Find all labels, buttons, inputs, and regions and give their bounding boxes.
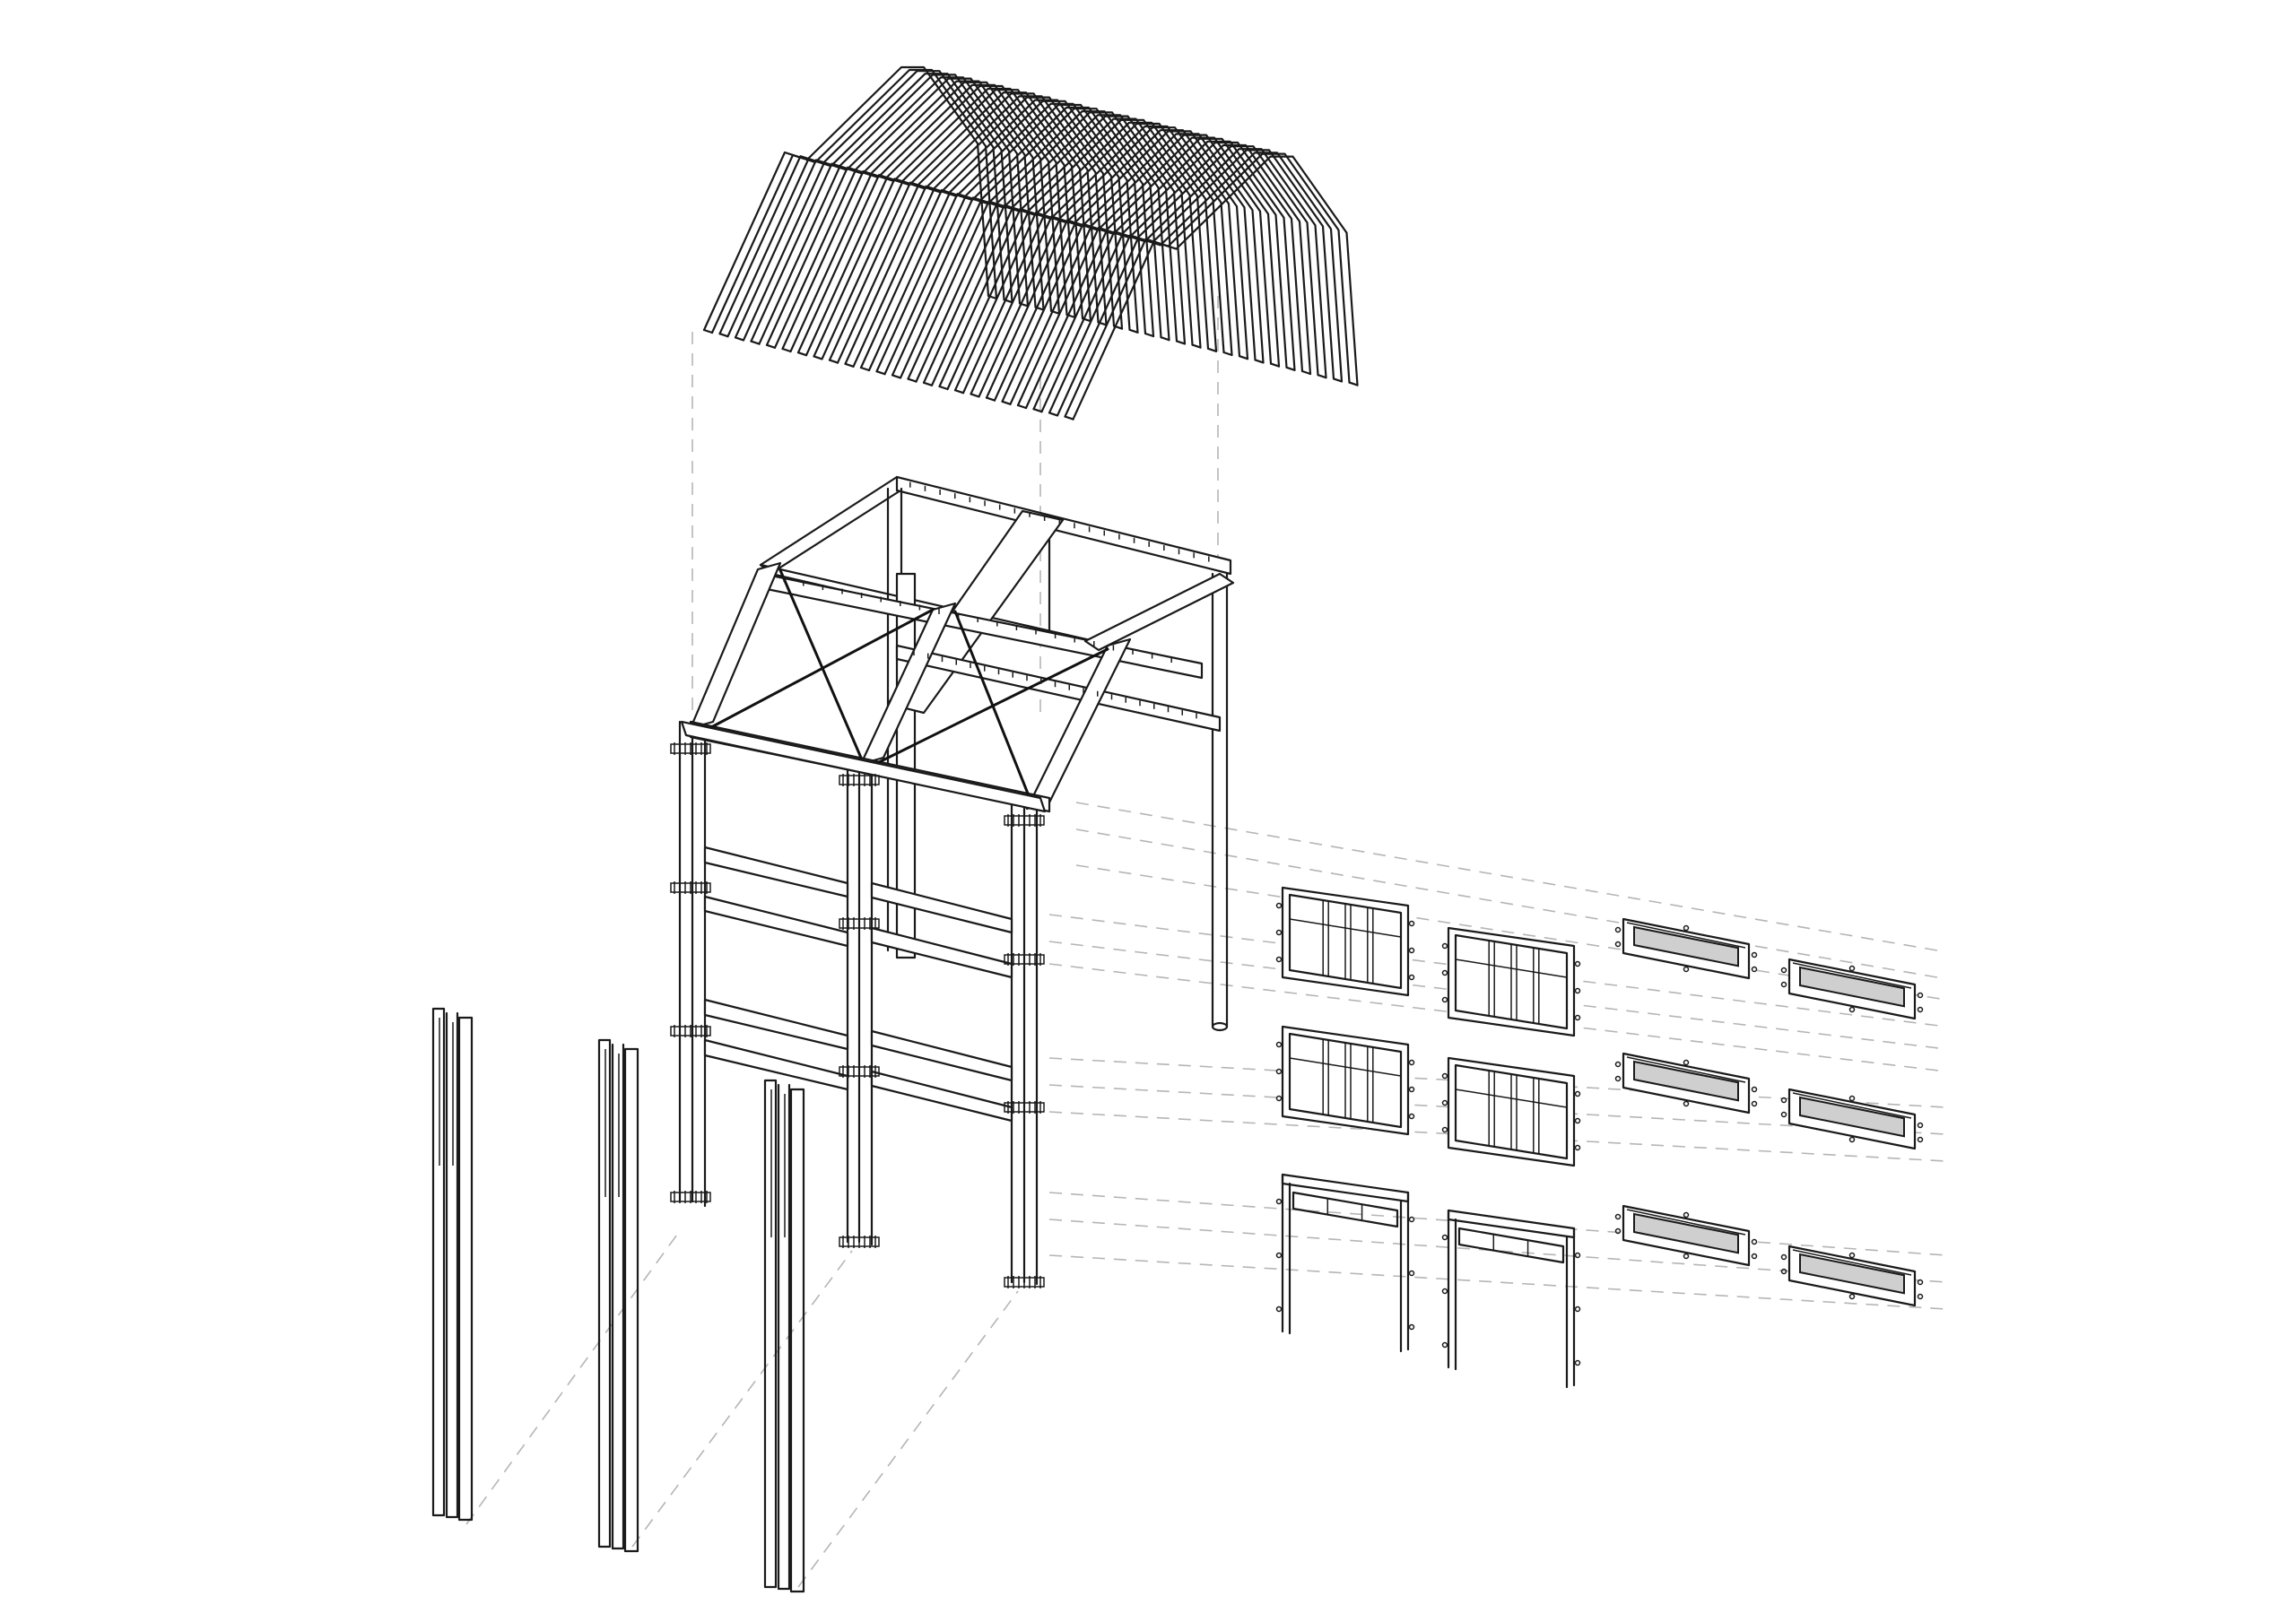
frame-joint	[670, 742, 711, 755]
window-frame	[1275, 886, 1415, 997]
frame-joint	[839, 917, 880, 930]
rafter	[1064, 152, 1359, 421]
frame-joint	[1004, 953, 1045, 966]
frame-joint	[839, 1236, 880, 1248]
roof-rafters	[702, 65, 1359, 421]
window-panel	[1614, 1052, 1758, 1115]
rafter	[1016, 141, 1312, 410]
rafter	[922, 118, 1218, 386]
frame-joint	[670, 1025, 711, 1037]
rafter	[907, 115, 1202, 383]
frame-joint	[839, 1065, 880, 1078]
window-panel	[1780, 1088, 1924, 1150]
window-panel	[1614, 1204, 1758, 1267]
door-frame	[1275, 1173, 1415, 1353]
rafter	[765, 81, 1061, 349]
post-group-2	[597, 1038, 639, 1553]
rafter	[970, 130, 1265, 398]
rafter	[875, 108, 1170, 376]
door-frame	[1441, 1209, 1581, 1389]
frame-joints	[670, 742, 1045, 1288]
window-frame	[1441, 1056, 1581, 1167]
post-group-3	[763, 1079, 805, 1593]
frame-joint	[1004, 1276, 1045, 1288]
rafter	[891, 111, 1187, 379]
window-frame	[1441, 926, 1581, 1037]
frame-joint	[670, 1191, 711, 1203]
window-panel	[1780, 958, 1924, 1020]
rafter	[938, 122, 1233, 391]
window-frame	[1275, 1025, 1415, 1136]
rafter	[781, 84, 1076, 353]
loose-posts	[431, 1007, 805, 1593]
window-panel	[1614, 917, 1758, 980]
rafter	[702, 65, 998, 334]
post-group-1	[431, 1007, 474, 1522]
window-panel	[1780, 1245, 1924, 1307]
window-frames	[1275, 886, 1581, 1167]
frame-joint	[839, 774, 880, 786]
frame-joint	[1004, 814, 1045, 827]
frame-joint	[1004, 1101, 1045, 1114]
window-panels	[1614, 917, 1924, 1307]
rafter	[718, 70, 1013, 338]
wall-frame	[670, 720, 1047, 1288]
door-frames	[1275, 1173, 1581, 1389]
rafter	[985, 134, 1281, 402]
rafter	[1001, 137, 1296, 405]
frame-joint	[670, 881, 711, 894]
rafter	[859, 103, 1155, 372]
rafter	[844, 100, 1139, 368]
rafter	[953, 126, 1249, 395]
rafter	[1048, 149, 1344, 417]
roof-frame	[689, 475, 1235, 1032]
rafter	[796, 89, 1092, 357]
rafter	[1032, 145, 1327, 413]
